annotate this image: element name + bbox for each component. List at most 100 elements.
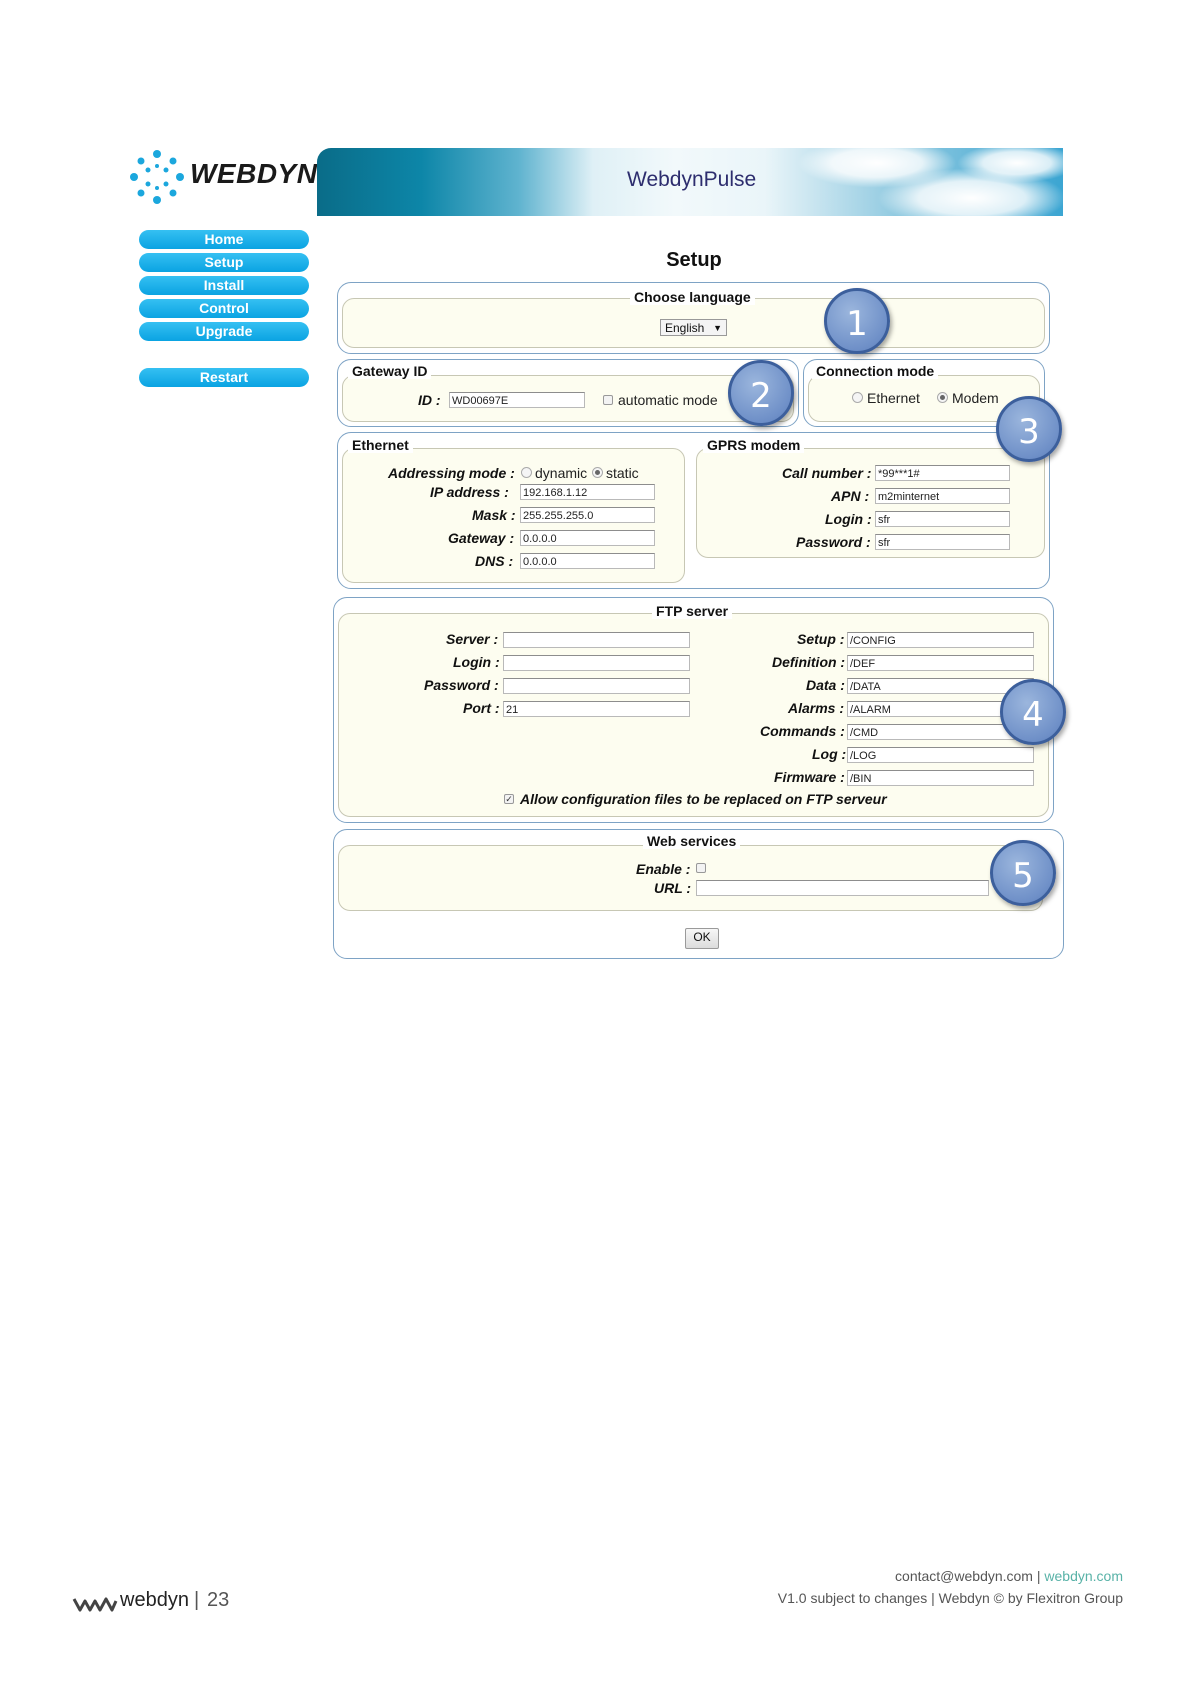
footer-contact[interactable]: contact@webdyn.com bbox=[895, 1568, 1033, 1584]
addressing-static-label: static bbox=[606, 465, 639, 481]
ftp-login-label: Login : bbox=[453, 654, 500, 670]
gateway-legend: Gateway ID bbox=[348, 363, 432, 379]
language-inner bbox=[342, 298, 1045, 348]
gprs-password-label: Password : bbox=[796, 534, 871, 550]
callout-1: 1 bbox=[824, 288, 890, 354]
connection-modem-radio[interactable] bbox=[937, 392, 948, 403]
restart-button[interactable]: Restart bbox=[139, 368, 309, 387]
addressing-dynamic-radio[interactable] bbox=[521, 467, 532, 478]
allow-replace-checkbox[interactable]: ✓ bbox=[504, 794, 514, 804]
language-selected-value: English bbox=[665, 321, 705, 335]
gateway-id-label: ID : bbox=[418, 392, 441, 408]
allow-replace-label: Allow configuration files to be replaced… bbox=[520, 791, 887, 807]
callout-2: 2 bbox=[728, 360, 794, 426]
automatic-mode-checkbox[interactable] bbox=[603, 395, 613, 405]
apn-label: APN : bbox=[831, 488, 870, 504]
ip-address-input[interactable]: 192.168.1.12 bbox=[520, 484, 655, 500]
ip-address-label: IP address : bbox=[430, 484, 509, 500]
connection-legend: Connection mode bbox=[812, 363, 939, 379]
automatic-mode-label: automatic mode bbox=[618, 392, 718, 408]
menu-install-button[interactable]: Install bbox=[139, 276, 309, 295]
network-panel: Ethernet Addressing mode : dynamic stati… bbox=[337, 432, 1050, 589]
gprs-password-input[interactable]: sfr bbox=[875, 534, 1010, 550]
mask-label: Mask : bbox=[472, 507, 516, 523]
gateway-id-input[interactable]: WD00697E bbox=[449, 392, 585, 408]
menu-upgrade-button[interactable]: Upgrade bbox=[139, 322, 309, 341]
webservices-inner bbox=[338, 845, 1043, 911]
webservices-enable-checkbox[interactable] bbox=[696, 863, 706, 873]
call-number-label: Call number : bbox=[782, 465, 872, 481]
menu-setup-button[interactable]: Setup bbox=[139, 253, 309, 272]
callout-5: 5 bbox=[990, 840, 1056, 906]
connection-ethernet-radio[interactable] bbox=[852, 392, 863, 403]
ftp-data-input[interactable]: /DATA bbox=[847, 678, 1034, 694]
ftp-server-label: Server : bbox=[446, 631, 499, 647]
ftp-alarms-label: Alarms : bbox=[788, 700, 845, 716]
callout-4: 4 bbox=[1000, 679, 1066, 745]
ftp-commands-label: Commands : bbox=[760, 723, 845, 739]
language-legend: Choose language bbox=[630, 289, 755, 305]
ok-button[interactable]: OK bbox=[685, 928, 719, 949]
page-title: Setup bbox=[666, 249, 722, 271]
dns-label: DNS : bbox=[475, 553, 514, 569]
ftp-password-label: Password : bbox=[424, 677, 499, 693]
webdyn-logo: WEBDYN bbox=[128, 148, 317, 208]
connection-ethernet-label: Ethernet bbox=[867, 390, 920, 406]
webservices-legend: Web services bbox=[643, 833, 741, 849]
gateway-label: Gateway : bbox=[448, 530, 515, 546]
addressing-dynamic-label: dynamic bbox=[535, 465, 588, 481]
gprs-login-label: Login : bbox=[825, 511, 872, 527]
webdyn-footer-logo-icon bbox=[72, 1597, 118, 1612]
ftp-firmware-label: Firmware : bbox=[774, 769, 845, 785]
ftp-port-label: Port : bbox=[463, 700, 500, 716]
ftp-password-input[interactable] bbox=[503, 678, 690, 694]
footer-contact-separator: | bbox=[1036, 1568, 1045, 1584]
ftp-legend: FTP server bbox=[652, 603, 733, 619]
connection-modem-label: Modem bbox=[952, 390, 999, 406]
ftp-definition-input[interactable]: /DEF bbox=[847, 655, 1034, 671]
ftp-alarms-input[interactable]: /ALARM bbox=[847, 701, 1034, 717]
ftp-setup-label: Setup : bbox=[797, 631, 845, 647]
menu-home-button[interactable]: Home bbox=[139, 230, 309, 249]
ftp-setup-input[interactable]: /CONFIG bbox=[847, 632, 1034, 648]
footer-brand-name: webdyn bbox=[120, 1589, 189, 1611]
footer-site-link[interactable]: webdyn.com bbox=[1044, 1568, 1123, 1584]
webservices-enable-label: Enable : bbox=[636, 861, 691, 877]
language-panel: Choose language English ▼ bbox=[337, 282, 1050, 354]
ftp-firmware-input[interactable]: /BIN bbox=[847, 770, 1034, 786]
gateway-panel: Gateway ID ID : WD00697E automatic mode bbox=[337, 359, 799, 427]
footer-version-line: V1.0 subject to changes | Webdyn © by Fl… bbox=[777, 1590, 1123, 1606]
menu-control-button[interactable]: Control bbox=[139, 299, 309, 318]
page-number: 23 bbox=[207, 1589, 230, 1611]
gprs-login-input[interactable]: sfr bbox=[875, 511, 1010, 527]
app-banner: WebdynPulse bbox=[317, 148, 1063, 216]
logo-text: WEBDYN bbox=[190, 158, 318, 189]
banner-cloud bbox=[957, 148, 1063, 183]
addressing-mode-label: Addressing mode : bbox=[388, 465, 515, 481]
callout-3: 3 bbox=[996, 396, 1062, 462]
ftp-port-input[interactable]: 21 bbox=[503, 701, 690, 717]
ftp-panel: FTP server Server : Login : Password : P… bbox=[333, 597, 1054, 823]
gateway-input[interactable]: 0.0.0.0 bbox=[520, 530, 655, 546]
mask-input[interactable]: 255.255.255.0 bbox=[520, 507, 655, 523]
webservices-url-input[interactable] bbox=[696, 880, 989, 896]
ftp-data-label: Data : bbox=[806, 677, 845, 693]
ftp-log-input[interactable]: /LOG bbox=[847, 747, 1034, 763]
call-number-input[interactable]: *99***1# bbox=[875, 465, 1010, 481]
ftp-definition-label: Definition : bbox=[772, 654, 846, 670]
footer-separator: | bbox=[194, 1589, 200, 1611]
addressing-static-radio[interactable] bbox=[592, 467, 603, 478]
webdyn-logo-icon bbox=[130, 150, 184, 204]
ftp-server-input[interactable] bbox=[503, 632, 690, 648]
chevron-down-icon: ▼ bbox=[713, 323, 722, 333]
ftp-log-label: Log : bbox=[812, 746, 847, 762]
language-select[interactable]: English ▼ bbox=[660, 319, 727, 336]
gprs-legend: GPRS modem bbox=[703, 437, 805, 453]
ftp-commands-input[interactable]: /CMD bbox=[847, 724, 1034, 740]
app-title: WebdynPulse bbox=[627, 168, 757, 191]
apn-input[interactable]: m2minternet bbox=[875, 488, 1010, 504]
webservices-url-label: URL : bbox=[654, 880, 692, 896]
webservices-panel: Web services Enable : URL : OK bbox=[333, 829, 1064, 959]
dns-input[interactable]: 0.0.0.0 bbox=[520, 553, 655, 569]
ftp-login-input[interactable] bbox=[503, 655, 690, 671]
